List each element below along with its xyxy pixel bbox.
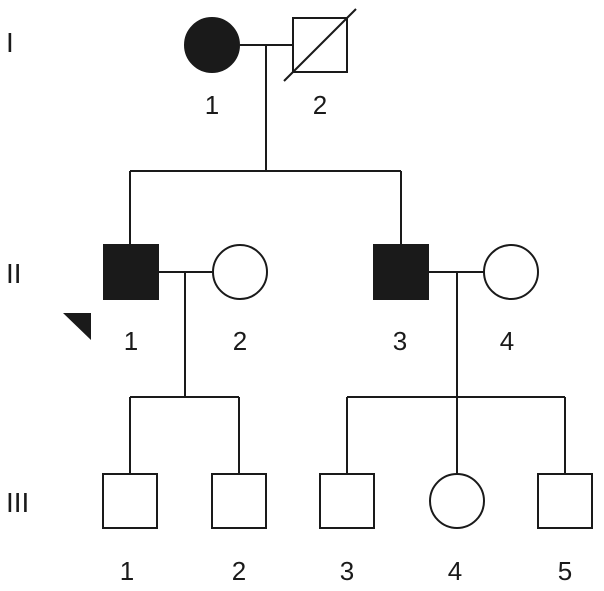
pedigree-lines <box>129 44 566 475</box>
deceased-slash-I-2 <box>283 8 357 82</box>
pedigree-individuals <box>63 8 593 529</box>
label-III-3: 3 <box>340 556 354 586</box>
generation-label-I: I <box>6 27 14 58</box>
label-II-2: 2 <box>233 326 247 356</box>
individual-numbers: 1 2 1 2 3 4 1 2 3 4 5 <box>120 90 572 586</box>
label-I-2: 2 <box>313 90 327 120</box>
male-affected-II-3 <box>373 244 429 300</box>
label-II-3: 3 <box>393 326 407 356</box>
male-unaffected-III-2 <box>211 473 267 529</box>
female-affected-I-1 <box>184 17 240 73</box>
male-unaffected-III-5 <box>537 473 593 529</box>
label-III-5: 5 <box>558 556 572 586</box>
label-II-4: 4 <box>500 326 514 356</box>
label-II-1: 1 <box>124 326 138 356</box>
generation-label-III: III <box>6 487 29 518</box>
male-unaffected-III-1 <box>102 473 158 529</box>
female-unaffected-II-2 <box>212 244 268 300</box>
label-III-4: 4 <box>448 556 462 586</box>
female-unaffected-II-4 <box>483 244 539 300</box>
label-I-1: 1 <box>205 90 219 120</box>
female-unaffected-III-4 <box>429 473 485 529</box>
male-unaffected-III-3 <box>319 473 375 529</box>
label-III-1: 1 <box>120 556 134 586</box>
label-III-2: 2 <box>232 556 246 586</box>
male-affected-II-1 <box>103 244 159 300</box>
proband-arrow-icon <box>63 313 91 340</box>
generation-label-II: II <box>6 258 22 289</box>
